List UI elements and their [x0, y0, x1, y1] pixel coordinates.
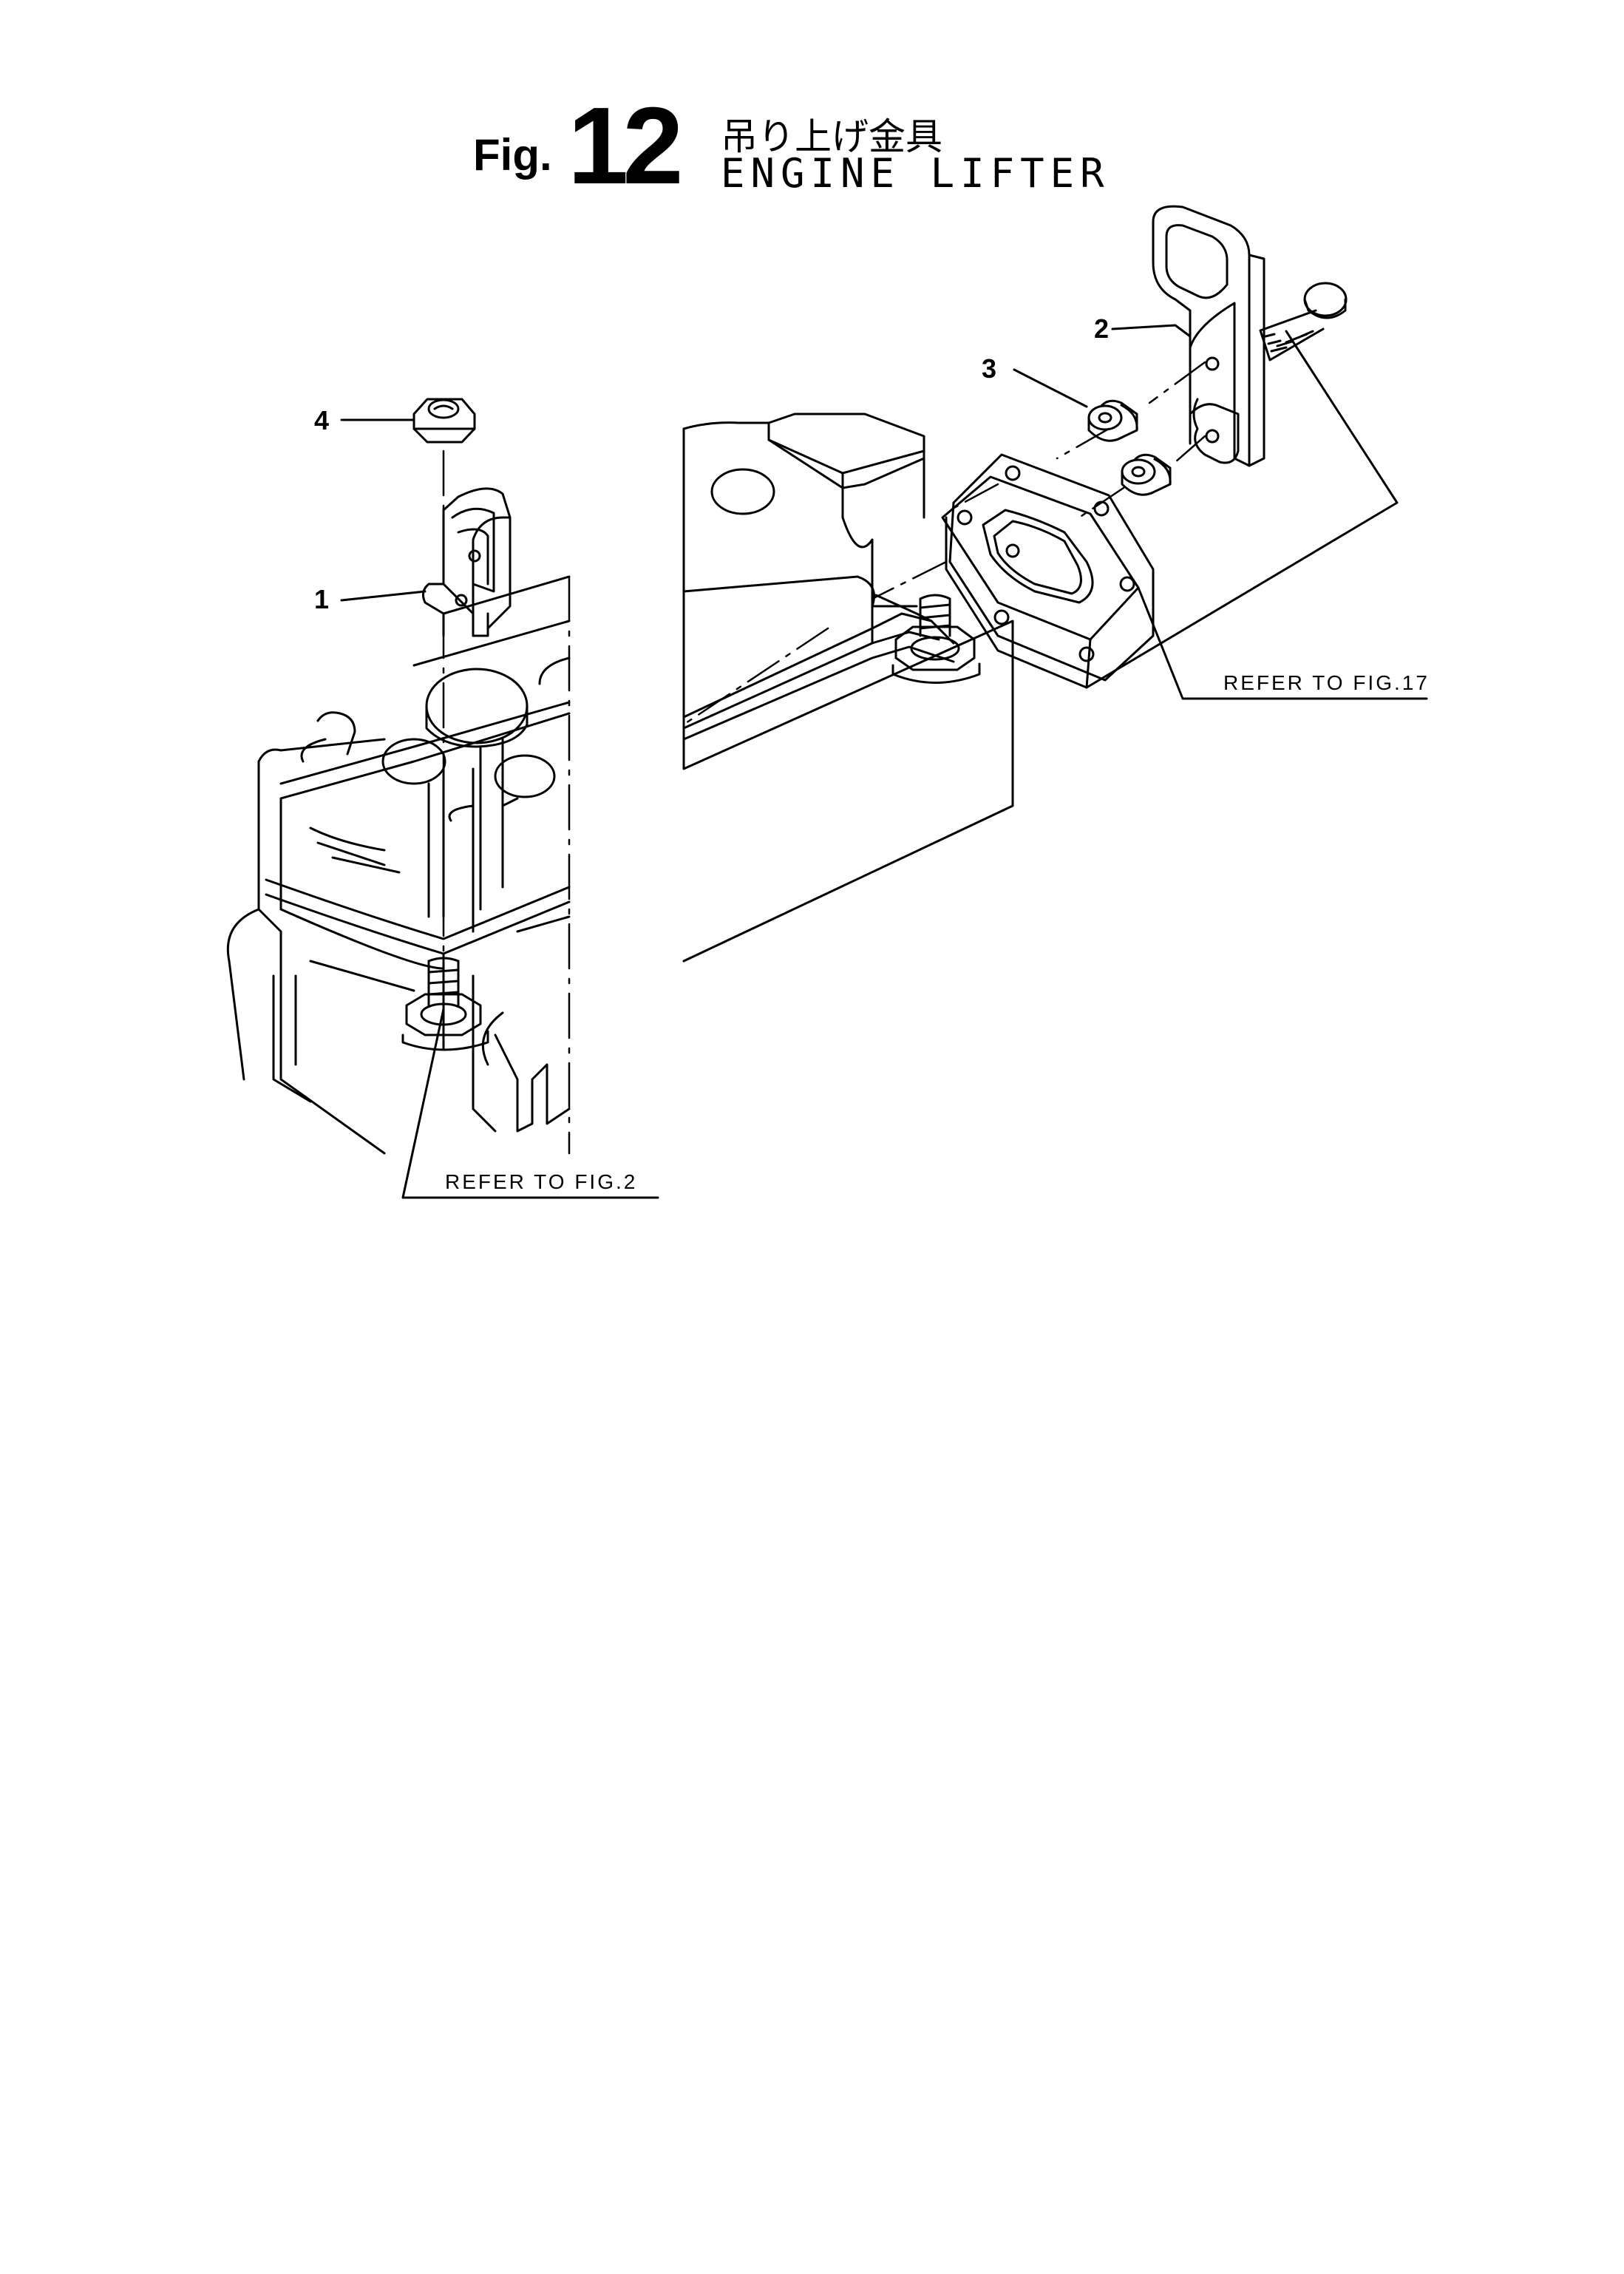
part-3-spacer-collar-upper: [1087, 399, 1138, 442]
figure-title-japanese: 吊り上げ金具: [721, 115, 942, 158]
figure-label: Fig.: [473, 130, 552, 180]
right-mounting-stud: [891, 594, 981, 684]
left-mounting-bolt: [401, 957, 489, 1051]
leader-line-2: [1111, 324, 1192, 338]
right-assembly-centerline-upper: [948, 361, 1206, 512]
bottom-centerline: [682, 804, 1014, 963]
left-engine-head: [226, 575, 571, 1155]
callout-4: 4: [314, 405, 330, 435]
figure-number: 12: [568, 85, 684, 207]
part-2-lifting-plate: [1152, 205, 1265, 467]
leader-line-1: [340, 590, 427, 602]
reference-line-fig2: [401, 1008, 659, 1199]
figure-title-english: ENGINE LIFTER: [721, 150, 1110, 197]
part-3-spacer-collar-lower: [1121, 453, 1172, 496]
right-assembly-centerline-lower: [682, 435, 1206, 726]
right-engine-head: [682, 413, 1014, 963]
part-1-lifter-bracket: [421, 487, 512, 637]
callout-2: 2: [1094, 313, 1110, 344]
callout-3: 3: [982, 353, 997, 384]
part-4-hex-nut: [412, 398, 476, 444]
reference-fig2-label: REFER TO FIG.2: [445, 1170, 638, 1193]
reference-fig17-label: REFER TO FIG.17: [1223, 671, 1430, 694]
bolt: [1259, 282, 1348, 362]
reference-line-fig17: [1085, 330, 1428, 700]
callout-1: 1: [314, 584, 330, 614]
leader-line-3: [1013, 368, 1088, 408]
